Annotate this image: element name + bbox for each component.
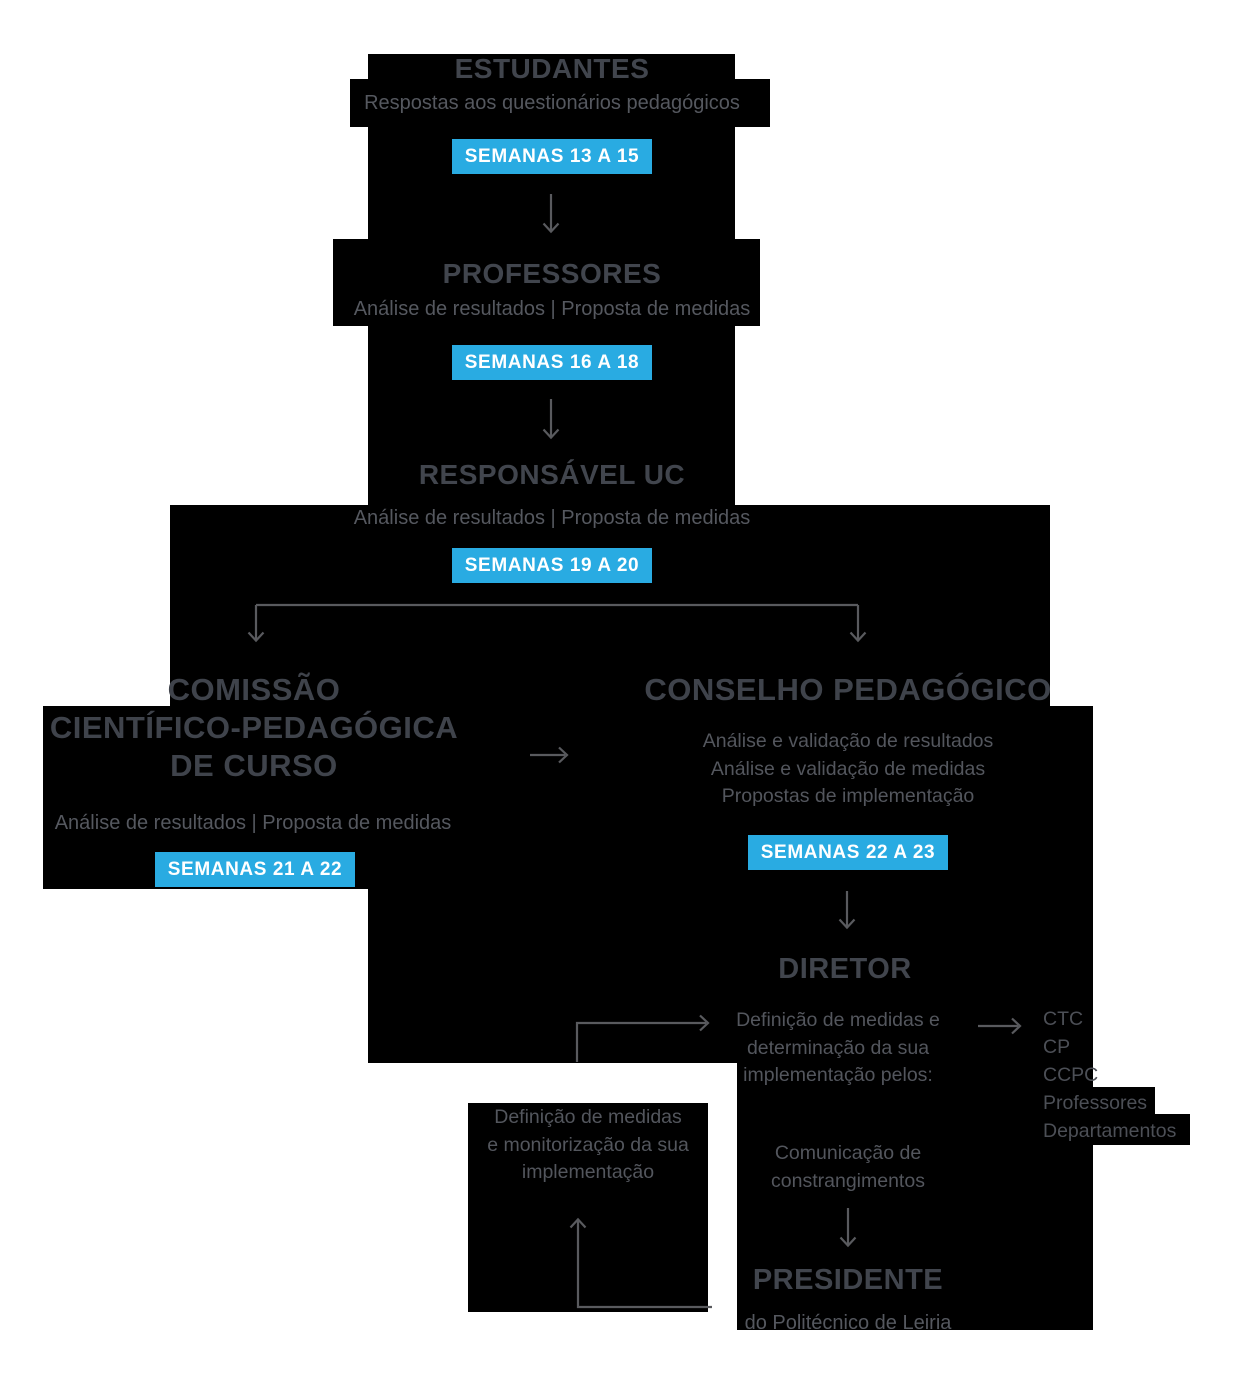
responsavel-uc-title: RESPONSÁVEL UC (418, 459, 686, 490)
diretor-lines: Definição de medidas e determinação da s… (688, 1007, 988, 1090)
panel-center-column (368, 706, 737, 1063)
diretor-line2: determinação da sua (746, 1036, 930, 1059)
monitorizacao-line3: implementação (521, 1161, 655, 1183)
monitorizacao-line2: e monitorização da sua (487, 1133, 689, 1156)
comissao-title-line2: CIENTÍFICO-PEDAGÓGICA (49, 710, 459, 745)
badge-semanas-21-22: SEMANAS 21 A 22 (155, 852, 355, 887)
comunicacao-note: Comunicação de constrangimentos (723, 1140, 973, 1195)
orgaos-item-cp: CP (1043, 1036, 1071, 1058)
elbow-presidente-to-monitorizacao (569, 1217, 712, 1309)
orgaos-item-departamentos: Departamentos (1043, 1120, 1177, 1142)
conselho-line2: Análise e validação de medidas (710, 757, 986, 780)
conselho-line1: Análise e validação de resultados (702, 730, 994, 752)
presidente-subtitle: do Politécnico de Leiria (744, 1312, 952, 1334)
comunicacao-line2: constrangimentos (771, 1169, 925, 1192)
estudantes-title: ESTUDANTES (454, 53, 650, 84)
comissao-subtitle: Análise de resultados | Proposta de medi… (54, 812, 452, 834)
badge-semanas-13-15: SEMANAS 13 A 15 (452, 139, 652, 174)
diretor-title: DIRETOR (778, 953, 912, 985)
comissao-title-line1: COMISSÃO (167, 672, 341, 707)
orgaos-item-professores: Professores (1043, 1092, 1148, 1114)
comunicacao-line1: Comunicação de (774, 1142, 922, 1164)
comissao-title-line3: DE CURSO (170, 748, 338, 783)
orgaos-item-ccpc: CCPC (1043, 1064, 1099, 1086)
presidente-title: PRESIDENTE (752, 1264, 944, 1296)
arrow-comunicacao-to-presidente (839, 1208, 857, 1248)
estudantes-subtitle: Respostas aos questionários pedagógicos (364, 92, 740, 114)
badge-semanas-22-23: SEMANAS 22 A 23 (748, 835, 948, 870)
panel-strip-conselho-line1 (688, 727, 737, 752)
diretor-line1: Definição de medidas e (736, 1009, 940, 1031)
panel-conselho-box (737, 706, 1093, 1330)
arrow-estudantes-to-professores (542, 194, 560, 234)
panel-monitorizacao-box (468, 1103, 708, 1312)
arrow-conselho-to-diretor (838, 891, 856, 930)
panel-strip-professores-item (1093, 1087, 1155, 1114)
arrow-professores-to-responsavel (542, 399, 560, 440)
panel-strip-professores (333, 239, 760, 326)
professores-title: PROFESSORES (442, 258, 662, 289)
professores-subtitle: Análise de resultados | Proposta de medi… (353, 298, 751, 320)
diretor-line3: implementação pelos: (743, 1064, 933, 1086)
badge-semanas-16-18: SEMANAS 16 A 18 (452, 345, 652, 380)
monitorizacao-note: Definição de medidas e monitorização da … (462, 1104, 714, 1187)
responsavel-uc-subtitle: Análise de resultados | Proposta de medi… (353, 507, 751, 529)
monitorizacao-line1: Definição de medidas (494, 1106, 682, 1128)
badge-semanas-19-20: SEMANAS 19 A 20 (452, 548, 652, 583)
orgaos-list: CTC CP CCPC Professores Departamentos (1043, 1005, 1203, 1145)
panel-strip-estudantes-subtitle (350, 79, 770, 127)
conselho-title: CONSELHO PEDAGÓGICO (644, 672, 1052, 707)
arrow-diretor-to-orgaos (978, 1017, 1022, 1035)
arrow-comissao-to-conselho (530, 746, 569, 764)
conselho-line3: Propostas de implementação (721, 785, 975, 807)
branch-line-responsavel (247, 603, 867, 643)
panel-strip-departamentos-item (1093, 1114, 1190, 1145)
comissao-title: COMISSÃO CIENTÍFICO-PEDAGÓGICA DE CURSO (29, 671, 479, 785)
orgaos-item-ctc: CTC (1043, 1008, 1084, 1030)
conselho-lines: Análise e validação de resultados Anális… (698, 728, 998, 811)
elbow-monitorizacao-to-diretor (575, 1014, 710, 1062)
